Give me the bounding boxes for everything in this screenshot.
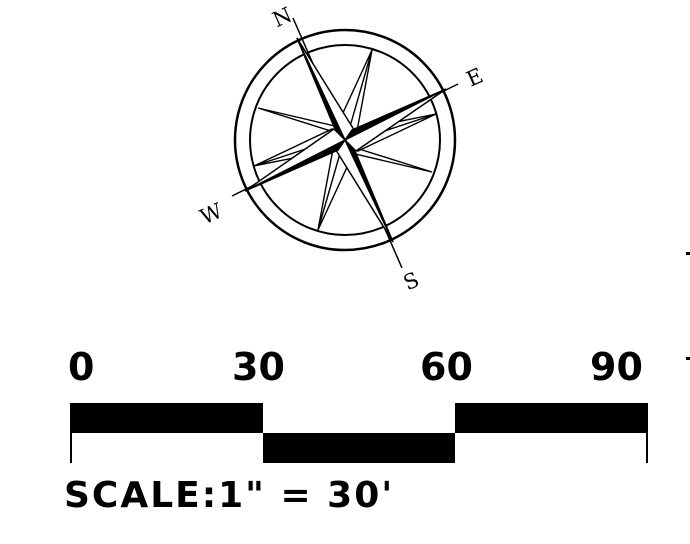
compass-rose: N E S W: [196, 3, 487, 296]
scale-bar: [70, 403, 648, 463]
major-point-west-light: [244, 128, 347, 192]
edge-mark: [686, 357, 690, 360]
scale-segment-1: [70, 403, 263, 433]
compass-label-north: N: [269, 3, 296, 32]
scale-tick-label-0: 0: [68, 345, 95, 389]
scale-caption: SCALE:1" = 30': [64, 475, 395, 516]
edge-mark: [686, 252, 690, 255]
scale-tick-label-30: 30: [232, 345, 285, 389]
scale-segment-3: [455, 403, 648, 433]
compass-label-west: W: [196, 198, 226, 229]
scale-tick-label-60: 60: [420, 345, 473, 389]
major-points: [244, 37, 447, 243]
major-point-east-light: [343, 88, 447, 152]
minor-point-se: [349, 147, 433, 173]
minor-point-nw: [257, 107, 341, 133]
compass-outer-ring: [233, 28, 457, 252]
compass-label-east: E: [463, 63, 487, 91]
compass-label-south: S: [400, 267, 423, 295]
scale-segment-2: [263, 433, 455, 463]
compass-inner-ring: [249, 44, 441, 236]
scale-tick-label-90: 90: [590, 345, 643, 389]
